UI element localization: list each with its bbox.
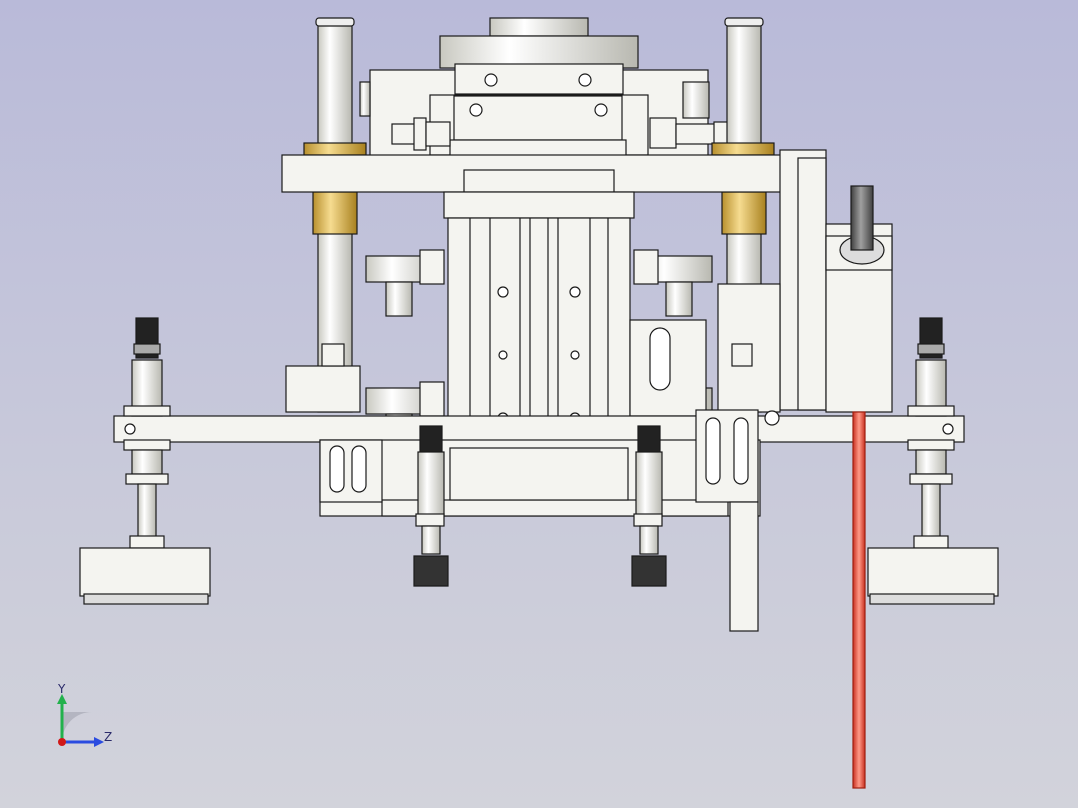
right-vacuum-pad[interactable] xyxy=(867,547,999,597)
y-axis-label: Y xyxy=(58,682,66,696)
right-bracket-slot xyxy=(695,409,759,503)
center-suction-cup-right[interactable] xyxy=(631,555,667,587)
central-cylinder-head[interactable] xyxy=(443,191,635,219)
bushing-top-left xyxy=(303,142,367,156)
z-axis-label: Z xyxy=(104,730,113,744)
top-cylinder-body[interactable] xyxy=(439,35,639,69)
top-cylinder-cap[interactable] xyxy=(489,17,589,37)
sensor-post[interactable] xyxy=(850,185,874,251)
red-rod[interactable] xyxy=(852,411,866,789)
coordinate-triad: Y Z xyxy=(44,682,124,756)
left-bracket-slot xyxy=(319,439,383,503)
right-fitting[interactable] xyxy=(649,117,677,149)
bushing-right xyxy=(721,191,767,235)
vertical-plate[interactable] xyxy=(729,501,759,632)
triad-origin xyxy=(58,738,66,746)
center-suction-cup-left[interactable] xyxy=(413,555,449,587)
center-cup-left-post[interactable] xyxy=(419,425,443,453)
central-cylinder[interactable] xyxy=(447,217,631,435)
center-cup-right-post[interactable] xyxy=(637,425,661,453)
top-clamp-block[interactable] xyxy=(454,63,624,95)
bushing-top-right xyxy=(711,142,775,156)
top-valve[interactable] xyxy=(682,81,710,119)
bushing-left xyxy=(312,191,358,235)
main-cross-bar[interactable] xyxy=(113,415,965,443)
left-vacuum-pad[interactable] xyxy=(79,547,211,597)
